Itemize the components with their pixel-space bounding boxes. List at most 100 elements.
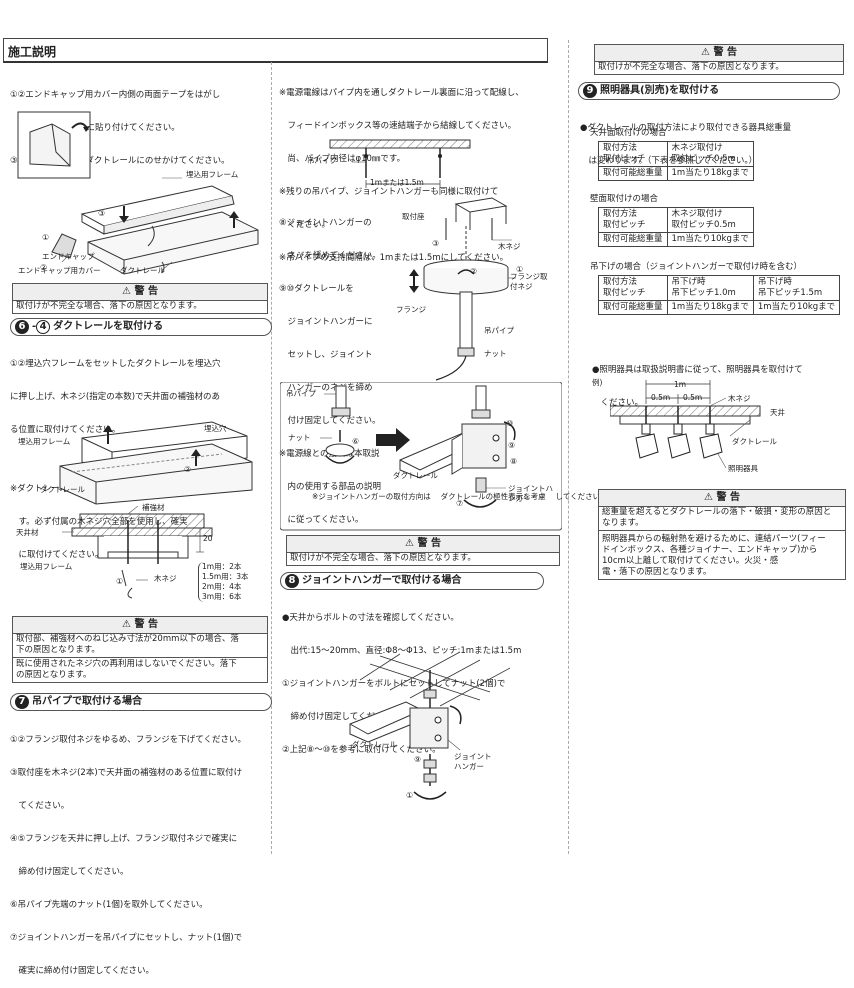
text-line: ●天井からボルトの寸法を確認してください。	[282, 613, 459, 623]
svg-text:①: ①	[516, 265, 523, 274]
middle-steps: ⑧ジョイントハンガーの ネジを緩めてください。 ⑨⑩ダクトレールを ジョイントハ…	[279, 196, 381, 537]
text-line: 締め付け固定してください。	[282, 712, 401, 722]
text-line: に押し上げ、木ネジ(指定の本数)で天井面の補強材のあ	[10, 392, 221, 402]
pendant-mount-caption: 吊下げの場合（ジョイントハンガーで取付け時を含む）	[590, 262, 802, 272]
text-line: ⑦ジョイントハンガーを吊パイプにセットし、ナット(1個)で	[10, 933, 243, 943]
warning-title: 警 告	[713, 47, 737, 58]
table-cell: 取付方法 取付ピッチ	[598, 207, 668, 233]
section-8-text: ●天井からボルトの寸法を確認してください。 出代:15～20mm、直径:Φ8～Φ…	[282, 591, 521, 767]
label-duct-rail: ダクトレール	[352, 740, 397, 749]
label-joint-hanger: ジョイントハンガー	[508, 484, 553, 503]
screw-count: 1.5m用：3本	[202, 572, 249, 581]
step-number-6: 6	[15, 320, 29, 334]
label-reinforcement: 補強材	[142, 503, 165, 512]
label-frame: 埋込用フレーム	[18, 437, 71, 446]
warning-title: 警 告	[134, 286, 158, 297]
warning-title: 警 告	[134, 619, 158, 630]
text-line: ①②埋込穴フレームをセットしたダクトレールを埋込穴	[10, 359, 221, 369]
table-cell: 取付方法 取付ピッチ	[598, 275, 668, 301]
label-frame: 埋込用フレーム	[20, 562, 73, 571]
table-row: 取付方法 取付ピッチ 木ネジ取付け 取付ピッチ0.5m	[598, 141, 754, 167]
warning-text: 取付けが不完全な場合、落下の原因となります。	[12, 300, 268, 314]
middle-notes: ※電源電線はパイプ内を通しダクトレール裏面に沿って配線し、 フィードインボックス…	[279, 66, 524, 275]
warning-text: 取付けが不完全な場合、落下の原因となります。	[594, 61, 844, 75]
label-flange: フランジ	[396, 305, 426, 314]
table-cell: 木ネジ取付け 取付ピッチ0.5m	[666, 207, 754, 233]
section-header: 施工説明	[3, 38, 548, 63]
section-title: 照明器具(別売)を取付ける	[600, 85, 720, 96]
hanger-direction-note: ※ジョイントハンガーの取付方向は ダクトレールの極性表示を考慮 してください。	[312, 492, 608, 501]
svg-text:③: ③	[98, 209, 105, 218]
svg-text:⑧: ⑧	[510, 457, 517, 466]
label-nut: ナット	[288, 433, 311, 442]
table-row: 取付方法 取付ピッチ 吊下げ時 吊下ピッチ1.0m 吊下げ時 吊下ピッチ1.5m	[598, 275, 841, 301]
label-duct-rail: ダクトレール	[40, 485, 85, 494]
svg-text:②: ②	[40, 263, 47, 272]
svg-text:③: ③	[432, 239, 439, 248]
label-pipe: 吊パイプ	[307, 156, 337, 165]
svg-text:⑨: ⑨	[508, 441, 515, 450]
text-line: ①ジョイントハンガーをボルトにセットしてナット(2個)で	[282, 679, 506, 689]
dim-half: 0.5m	[651, 393, 671, 402]
page-title: 施工説明	[8, 45, 57, 59]
section-title: 吊パイプで取付ける場合	[32, 696, 142, 707]
table-row: 取付可能総重量 1m当たり10kgまで	[598, 232, 754, 247]
label-duct-rail: ダクトレール	[393, 471, 438, 480]
label-ceiling: 天井	[770, 408, 785, 417]
cross-section-figure: ①	[62, 506, 213, 599]
svg-text:⑦: ⑦	[456, 499, 463, 508]
step-number-7: 7	[15, 695, 29, 709]
ceiling-mount-caption: 天井面取付けの場合	[590, 128, 667, 138]
dimension-20: 20	[203, 534, 213, 543]
table-cell: 取付可能総重量	[598, 300, 668, 315]
label-fixture: 照明器具	[728, 464, 758, 473]
step-number-4: 4	[36, 320, 51, 334]
text-line: ⑥吊パイプ先端のナット(1個)を取外してください。	[10, 900, 208, 910]
warning-header: ⚠ 警 告	[12, 283, 268, 301]
flange-figure: ③ ② ①	[409, 197, 523, 381]
label-endcap-cover: エンドキャップ用カバー	[18, 266, 101, 275]
step-number-9: 9	[583, 84, 597, 98]
text-line: る位置に取付けてください。	[10, 425, 121, 435]
text-line: ②上記⑧～⑩を参考に取付けてください。	[282, 745, 441, 755]
screw-count: 1m用：2本	[202, 562, 242, 571]
section-7-text: ①②フランジ取付ネジをゆるめ、フランジを下げてください。 ③取付座を木ネジ(2本…	[10, 713, 246, 988]
text-line: 尚、パイプ内径はφ10㎜です。	[279, 154, 406, 164]
table-cell: 吊下げ時 吊下ピッチ1.5m	[752, 275, 841, 301]
warning-header: ⚠ 警 告	[12, 616, 268, 634]
warning-title: 警 告	[716, 492, 740, 503]
text-line: てください。	[10, 801, 70, 811]
svg-text:①: ①	[116, 577, 123, 586]
screw-count-list: 1m用：2本 1.5m用：3本 2m用：4本 3m用：6本	[198, 562, 249, 602]
warning-header: ⚠ 警 告	[598, 489, 846, 507]
screw-count: 2m用：4本	[202, 582, 242, 591]
label-wood-screw: 木ネジ	[728, 394, 751, 403]
wall-mount-caption: 壁面取付けの場合	[590, 194, 659, 204]
table-row: 取付方法 取付ピッチ 木ネジ取付け 取付ピッチ0.5m	[598, 207, 754, 233]
svg-text:⑨: ⑨	[414, 755, 421, 764]
text-line: ●照明器具は取扱説明書に従って、照明器具を取付けて	[592, 365, 803, 375]
text-line: フィードインボックス等の速結端子から結線してください。	[279, 121, 517, 131]
column-divider-left	[271, 62, 272, 854]
svg-text:①: ①	[42, 233, 49, 242]
label-flange-screw: フランジ取付ネジ	[510, 272, 548, 291]
text-line: ⑧ジョイントハンガーの	[279, 218, 372, 228]
table-cell: 1m当たり10kgまで	[666, 232, 754, 247]
warning-text: 照明器具からの輻射熱を避けるために、連結パーツ(フィー ドインボックス、各種ジョ…	[598, 530, 846, 580]
text-line: ④⑤フランジを天井に押し上げ、フランジ取付ネジで確実に	[10, 834, 238, 844]
text-line: ハンガーのネジを締め	[279, 383, 373, 393]
fixture-example-figure	[610, 380, 761, 469]
label-endcap: エンドキャップ	[42, 252, 95, 261]
warning-header: ⚠ 警 告	[594, 44, 844, 62]
label-joint-hanger: ジョイントハンガー	[454, 752, 492, 771]
text-line: ①②フランジ取付ネジをゆるめ、フランジを下げてください。	[10, 735, 246, 745]
bolt-mount-figure: ⑨ ①	[349, 651, 511, 800]
pipe-spacing-figure	[329, 139, 471, 188]
label-wood-screw: 木ネジ	[498, 242, 521, 251]
warning-text: 取付部、補強材へのねじ込み寸法が20mm以下の場合、落 下の原因となります。	[12, 633, 268, 658]
screw-count: 3m用：6本	[202, 592, 242, 601]
text-line: に取付けてください。	[10, 550, 104, 560]
